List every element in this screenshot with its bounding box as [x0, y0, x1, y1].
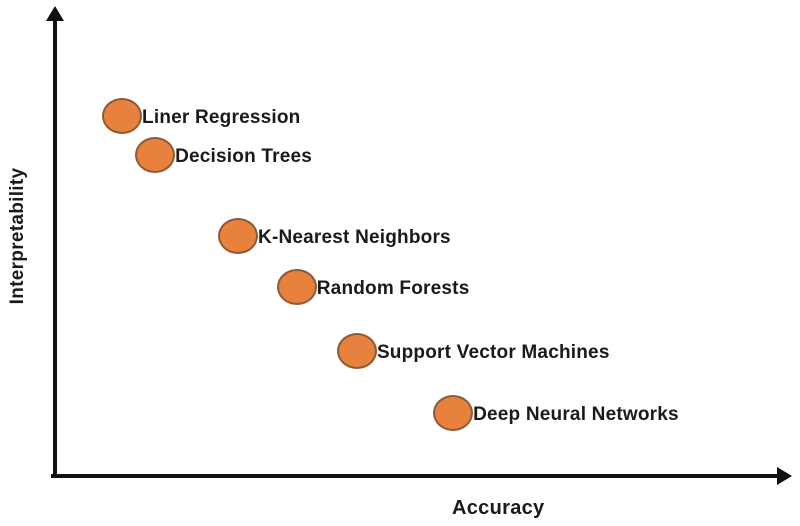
data-point-label: Decision Trees — [175, 145, 313, 167]
x-axis-arrowhead-icon — [777, 467, 792, 485]
data-point: Support Vector Machines — [336, 333, 609, 370]
x-axis-line — [51, 474, 778, 478]
data-point-marker-icon — [276, 269, 317, 306]
data-point-marker-icon — [336, 333, 377, 370]
data-point: K-Nearest Neighbors — [218, 218, 451, 255]
y-axis-label: Interpretability — [7, 167, 28, 305]
data-point-label: Support Vector Machines — [376, 342, 610, 364]
data-point: Deep Neural Networks — [433, 394, 679, 431]
x-axis-label: Accuracy — [452, 497, 545, 519]
data-point-label: Liner Regression — [142, 106, 301, 128]
y-axis-arrowhead-icon — [46, 6, 64, 21]
data-point-label: Deep Neural Networks — [473, 403, 679, 425]
data-point: Liner Regression — [102, 97, 300, 134]
data-point-label: K-Nearest Neighbors — [258, 227, 451, 249]
y-axis-line — [53, 16, 57, 478]
data-point-marker-icon — [218, 218, 259, 255]
data-point-marker-icon — [102, 97, 143, 134]
data-point-marker-icon — [135, 136, 176, 173]
data-point-label: Random Forests — [316, 278, 470, 300]
data-point-marker-icon — [433, 394, 474, 431]
data-point: Decision Trees — [135, 136, 312, 173]
data-point: Random Forests — [276, 269, 469, 306]
